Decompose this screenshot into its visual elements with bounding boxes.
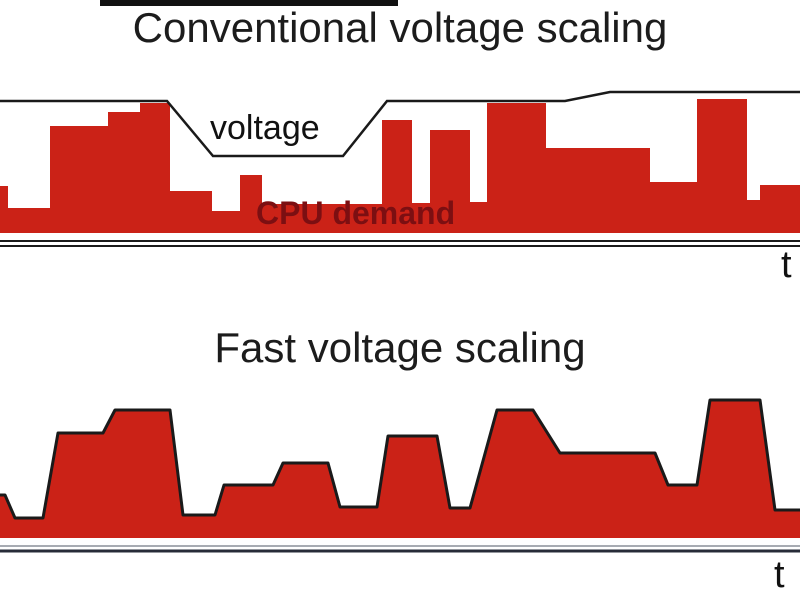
conventional-voltage-diagram [0, 90, 800, 247]
cropped-text-remnant [100, 0, 398, 6]
fast-panel-title: Fast voltage scaling [214, 324, 586, 371]
voltage-line [0, 90, 800, 158]
time-axis-label-fast: t [774, 554, 785, 596]
time-axis-label-conventional: t [781, 244, 792, 286]
voltage-line [0, 398, 800, 520]
conventional-panel-title: Conventional voltage scaling [132, 4, 668, 51]
fast-voltage-diagram [0, 398, 800, 553]
cpu-demand-area [0, 99, 800, 233]
voltage-line-label: voltage [210, 109, 320, 147]
cpu-demand-area [0, 400, 800, 538]
cpu-demand-label: CPU demand [256, 195, 456, 231]
